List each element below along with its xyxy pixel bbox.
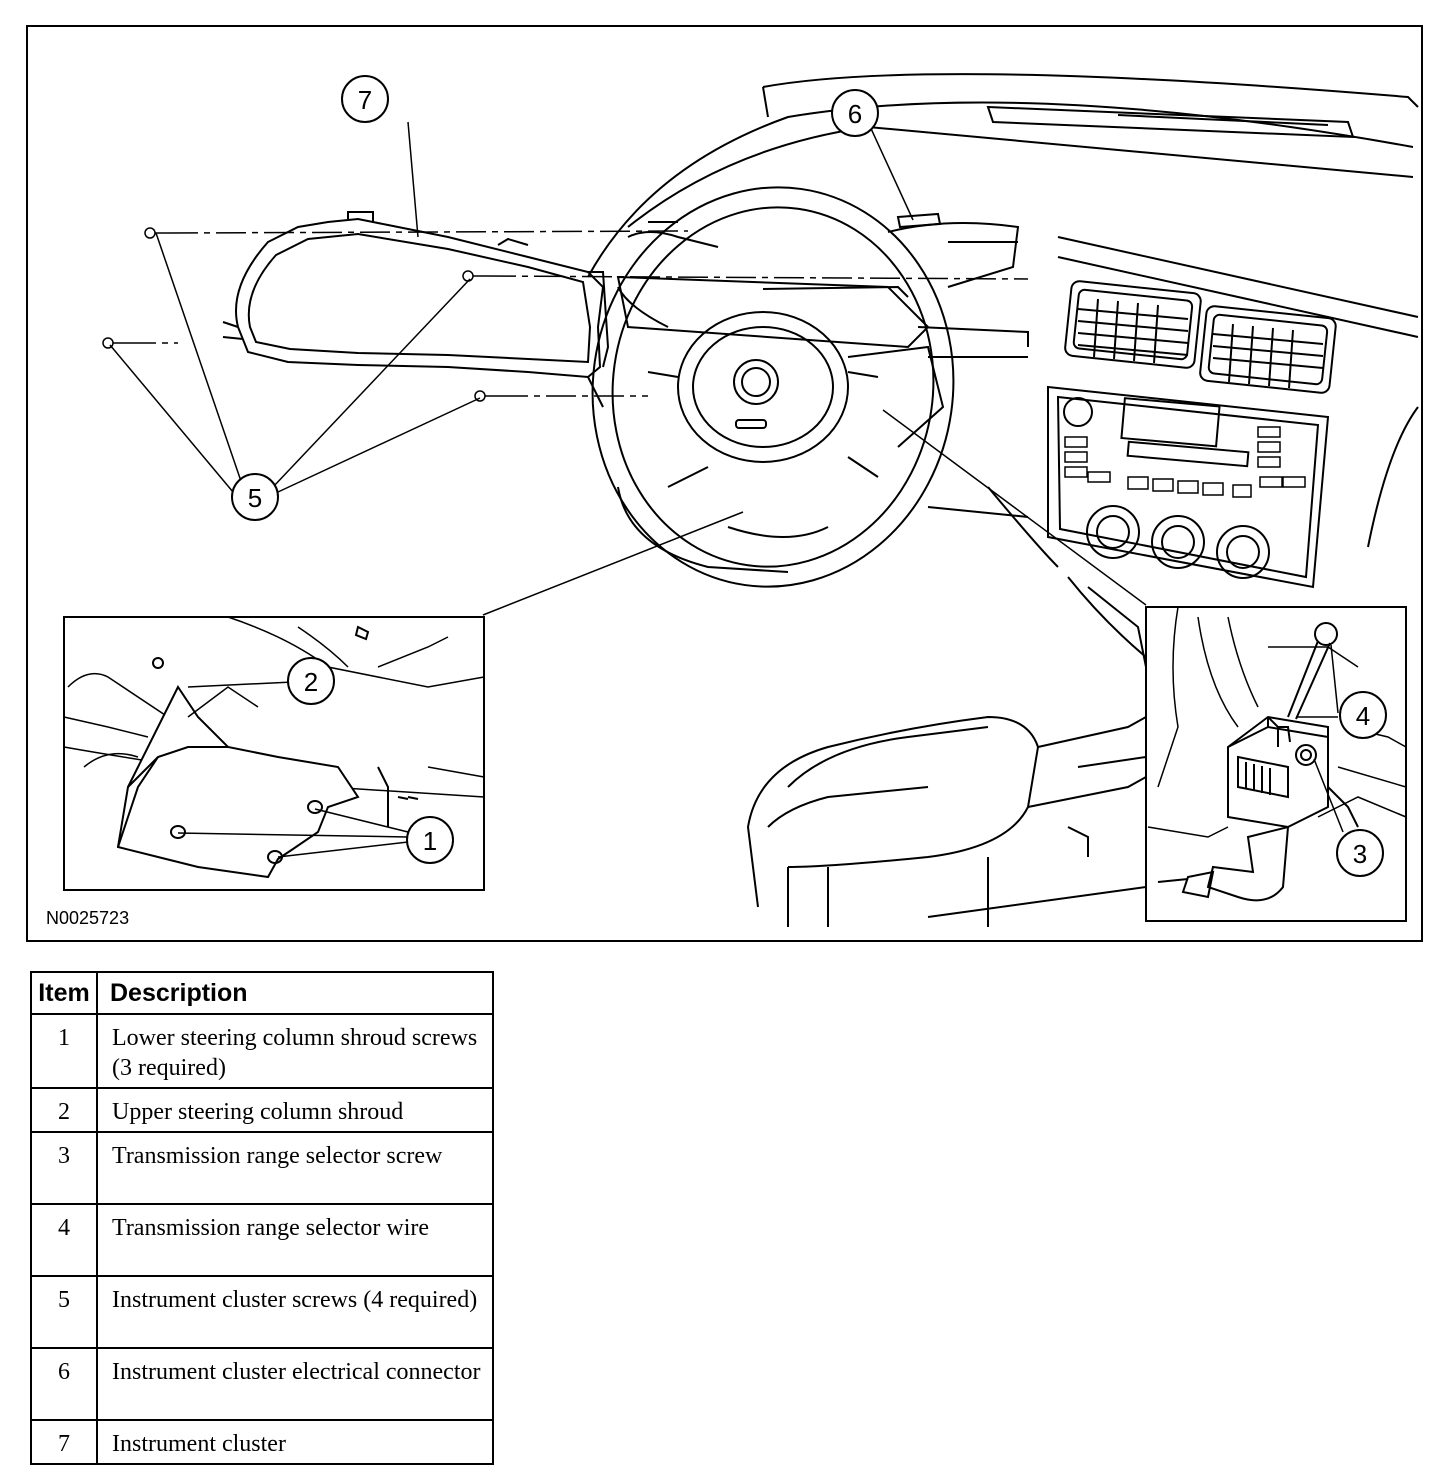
legend-table: Item Description 1 Lower steering column…: [30, 971, 494, 1465]
legend-item-number: 4: [30, 1203, 98, 1277]
steering-wheel-drawing: [591, 186, 1029, 588]
callout-circles: [231, 75, 1387, 877]
callout-3-circle: [1336, 829, 1384, 877]
legend-header-item: Item: [30, 971, 98, 1015]
legend-row: 5 Instrument cluster screws (4 required): [30, 1275, 494, 1349]
legend-item-number: 5: [30, 1275, 98, 1349]
legend-row: 3 Transmission range selector screw: [30, 1131, 494, 1205]
legend-item-description: Upper steering column shroud: [96, 1087, 494, 1133]
callout-labels: 7 6 5 2 1 4 3: [248, 85, 1370, 869]
inset-steering-column: [63, 616, 485, 891]
instrument-cluster-drawing: [222, 211, 610, 408]
callout-5-label: 5: [248, 483, 262, 513]
legend-row: 7 Instrument cluster: [30, 1419, 494, 1465]
leader-lines: [109, 121, 1147, 616]
diagram-frame: 7 6 5 2 1 4 3 N0025723: [26, 25, 1423, 942]
callout-6-circle: [831, 89, 879, 137]
legend-item-description: Instrument cluster: [96, 1419, 494, 1465]
legend-header-row: Item Description: [30, 971, 494, 1015]
screw-group: [102, 227, 498, 402]
callout-2-label: 2: [304, 667, 318, 697]
legend-row: 2 Upper steering column shroud: [30, 1087, 494, 1133]
legend-header-description: Description: [96, 971, 494, 1015]
legend-row: 1 Lower steering column shroud screws (3…: [30, 1013, 494, 1089]
legend-item-description: Transmission range selector wire: [96, 1203, 494, 1277]
alignment-lines: [126, 230, 1029, 397]
callout-7-label: 7: [358, 85, 372, 115]
figure-id: N0025723: [46, 908, 129, 928]
legend-item-description: Instrument cluster electrical connector: [96, 1347, 494, 1421]
diagram-illustration: 7 6 5 2 1 4 3 N0025723: [46, 73, 1419, 928]
legend-item-number: 6: [30, 1347, 98, 1421]
legend-item-number: 7: [30, 1419, 98, 1465]
dashboard-drawing: [587, 73, 1419, 927]
legend-row: 6 Instrument cluster electrical connecto…: [30, 1347, 494, 1421]
legend-item-number: 3: [30, 1131, 98, 1205]
legend-row: 4 Transmission range selector wire: [30, 1203, 494, 1277]
callout-4-circle: [1339, 691, 1387, 739]
legend-item-number: 2: [30, 1087, 98, 1133]
callout-2-circle: [287, 657, 335, 705]
legend-item-description: Transmission range selector screw: [96, 1131, 494, 1205]
callout-3-label: 3: [1353, 839, 1367, 869]
legend-item-number: 1: [30, 1013, 98, 1089]
callout-6-label: 6: [848, 99, 862, 129]
callout-4-label: 4: [1356, 701, 1370, 731]
callout-1-label: 1: [423, 826, 437, 856]
legend-item-description: Instrument cluster screws (4 required): [96, 1275, 494, 1349]
legend-item-description: Lower steering column shroud screws (3 r…: [96, 1013, 494, 1089]
callout-5-circle: [231, 473, 279, 521]
callout-1-circle: [406, 816, 454, 864]
callout-7-circle: [341, 75, 389, 123]
